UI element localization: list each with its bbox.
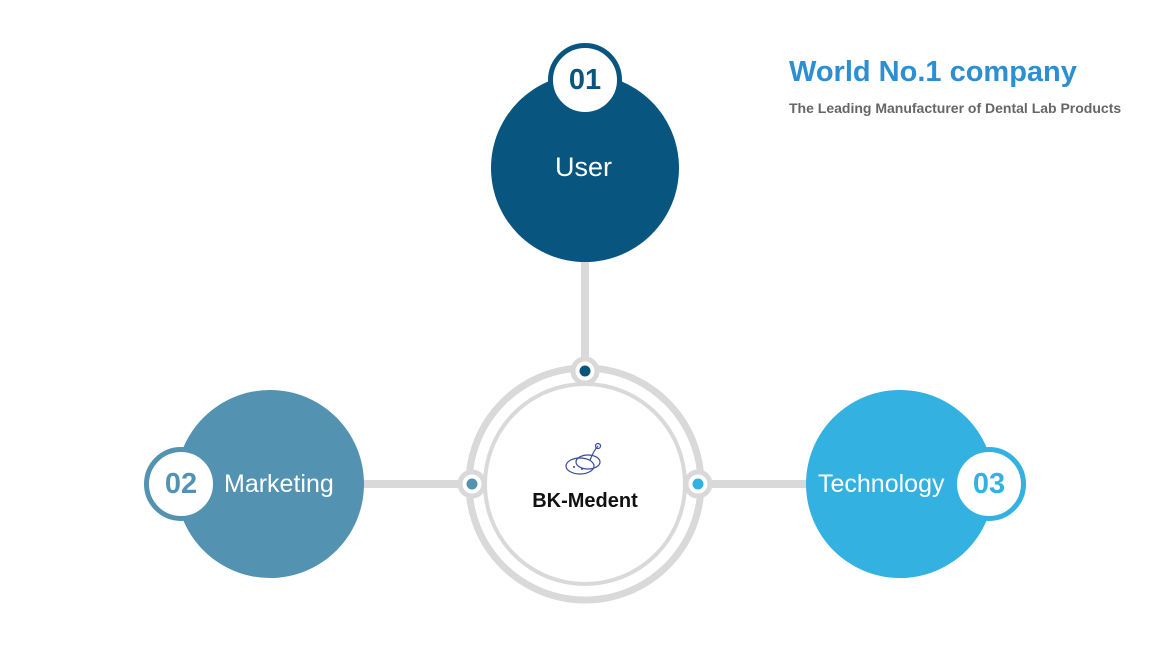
tagline-title: World No.1 company: [789, 56, 1077, 88]
node-marketing-number-badge: 02: [144, 447, 218, 521]
node-user-label: User: [555, 152, 613, 182]
center-inner-ring: [483, 382, 687, 586]
node-technology-circle: [806, 390, 994, 578]
node-marketing-label: Marketing: [224, 470, 334, 498]
node-user-number-badge: 01: [548, 43, 622, 117]
center-company-name: BK-Medent: [532, 490, 638, 512]
node-marketing-circle: [176, 390, 364, 578]
node-technology-number-badge: 03: [952, 447, 1026, 521]
dental-logo-icon: [565, 442, 602, 475]
node-user-circle: [491, 74, 679, 262]
tagline-subtitle: The Leading Manufacturer of Dental Lab P…: [789, 100, 1122, 116]
node-technology-label: Technology: [818, 470, 945, 498]
